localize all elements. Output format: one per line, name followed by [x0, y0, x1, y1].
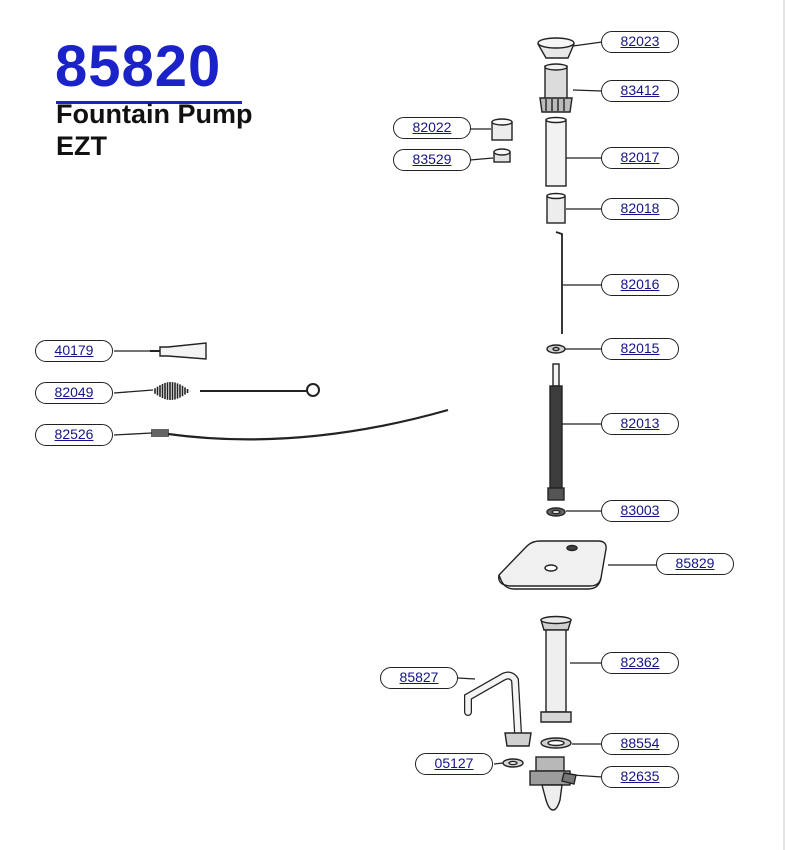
part-label-82022[interactable]: 82022	[393, 117, 471, 139]
product-title: Fountain Pump	[56, 99, 253, 129]
part-82526-long-brush	[151, 408, 449, 441]
part-label-82049[interactable]: 82049	[35, 382, 113, 404]
part-label-88554[interactable]: 88554	[601, 733, 679, 755]
part-label-82018[interactable]: 82018	[601, 198, 679, 220]
part-label-82015[interactable]: 82015	[601, 338, 679, 360]
part-82049-brush	[154, 382, 320, 400]
part-label-83529[interactable]: 83529	[393, 149, 471, 171]
model-number: 85820	[55, 34, 222, 99]
product-subtitle: EZT	[56, 131, 107, 161]
part-82016-spring	[555, 231, 563, 334]
part-label-85829[interactable]: 85829	[656, 553, 734, 575]
part-82635-valve	[529, 756, 577, 811]
leader-lines	[113, 41, 657, 778]
part-label-82635[interactable]: 82635	[601, 766, 679, 788]
part-label-82526[interactable]: 82526	[35, 424, 113, 446]
part-label-85827[interactable]: 85827	[380, 667, 458, 689]
part-82018-bushing	[546, 192, 566, 224]
part-label-40179[interactable]: 40179	[35, 340, 113, 362]
part-82017-tube	[545, 116, 567, 187]
page-right-edge	[783, 0, 785, 850]
part-label-83003[interactable]: 83003	[601, 500, 679, 522]
part-82023-cap	[537, 37, 575, 59]
part-88554-gasket	[540, 737, 572, 749]
part-83003-oring	[546, 507, 566, 517]
part-05127-washer	[502, 758, 524, 768]
part-label-82016[interactable]: 82016	[601, 274, 679, 296]
part-label-82362[interactable]: 82362	[601, 652, 679, 674]
part-label-82023[interactable]: 82023	[601, 31, 679, 53]
part-82022-sleeve	[491, 118, 513, 141]
part-85827-spout	[464, 671, 532, 747]
part-label-83412[interactable]: 83412	[601, 80, 679, 102]
part-label-05127[interactable]: 05127	[415, 753, 493, 775]
part-82013-rod	[547, 363, 565, 501]
model-number-underline	[56, 101, 242, 104]
part-label-82017[interactable]: 82017	[601, 147, 679, 169]
part-82015-washer	[546, 344, 566, 354]
part-85829-lid	[498, 540, 607, 590]
part-83412-knob	[539, 63, 573, 113]
part-label-82013[interactable]: 82013	[601, 413, 679, 435]
part-40179-lubricant-tube	[150, 342, 207, 360]
part-83529-sleeve	[493, 148, 511, 163]
part-82362-column	[540, 615, 572, 723]
